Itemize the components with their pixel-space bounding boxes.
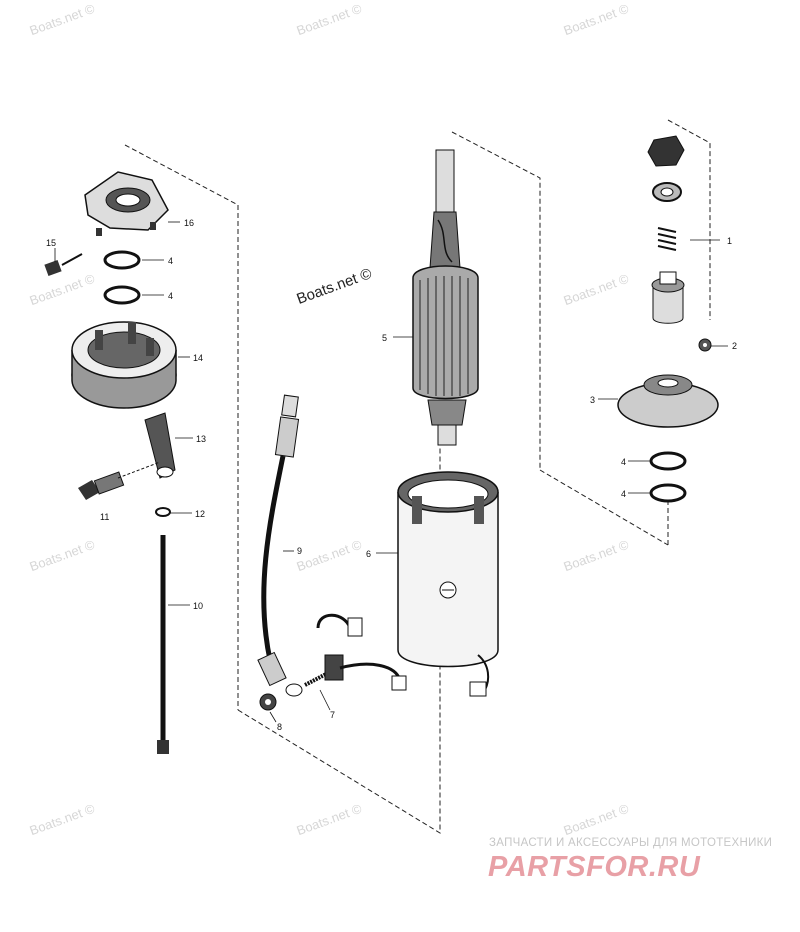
callout-label: 4 [168,291,173,301]
callout-label: 5 [382,333,387,343]
brand-tagline: ЗАПЧАСТИ И АКСЕССУАРЫ ДЛЯ МОТОТЕХНИКИ [489,837,773,849]
callout-label: 15 [46,238,56,248]
callout-label: 12 [195,509,205,519]
drive-assembly-1 [647,135,685,324]
washer-left-b [103,285,141,305]
callout-label: 9 [297,546,302,556]
nut-8 [259,693,277,711]
callout-label: 4 [621,489,626,499]
armature-5 [412,149,479,446]
callout-label: 4 [168,256,173,266]
nut-2 [698,338,712,352]
callout-label: 13 [196,434,206,444]
callout-label: 11 [100,512,109,522]
end-cap-3 [617,374,719,428]
bolt-11 [78,461,161,500]
washer-12 [155,507,171,517]
callouts: 1 2 3 4 4 4 4 5 6 7 8 9 10 11 12 13 14 1… [46,218,737,732]
callout-label: 14 [193,353,203,363]
callout-label: 3 [590,395,595,405]
end-plate-16 [84,171,169,236]
cable-9 [257,394,303,697]
callout-label: 1 [727,236,732,246]
brand-logo: PARTSFOR.RU [488,851,701,883]
callout-label: 2 [732,341,737,351]
callout-label: 16 [184,218,194,228]
callout-label: 7 [330,710,335,720]
stud-7 [304,613,407,691]
callout-label: 6 [366,549,371,559]
motor-frame-6 [397,471,499,697]
through-bolt-10 [157,535,169,754]
washer-left-a [103,250,141,270]
screw-15 [44,253,83,277]
callout-label: 10 [193,601,203,611]
washer-right-a [649,451,687,471]
brush-holder-14 [71,321,177,409]
bracket-13 [144,412,176,479]
callout-label: 4 [621,457,626,467]
dashed-frame-left [124,144,239,710]
leader-lines [54,221,728,723]
washer-right-b [649,483,687,503]
callout-label: 8 [277,722,282,732]
